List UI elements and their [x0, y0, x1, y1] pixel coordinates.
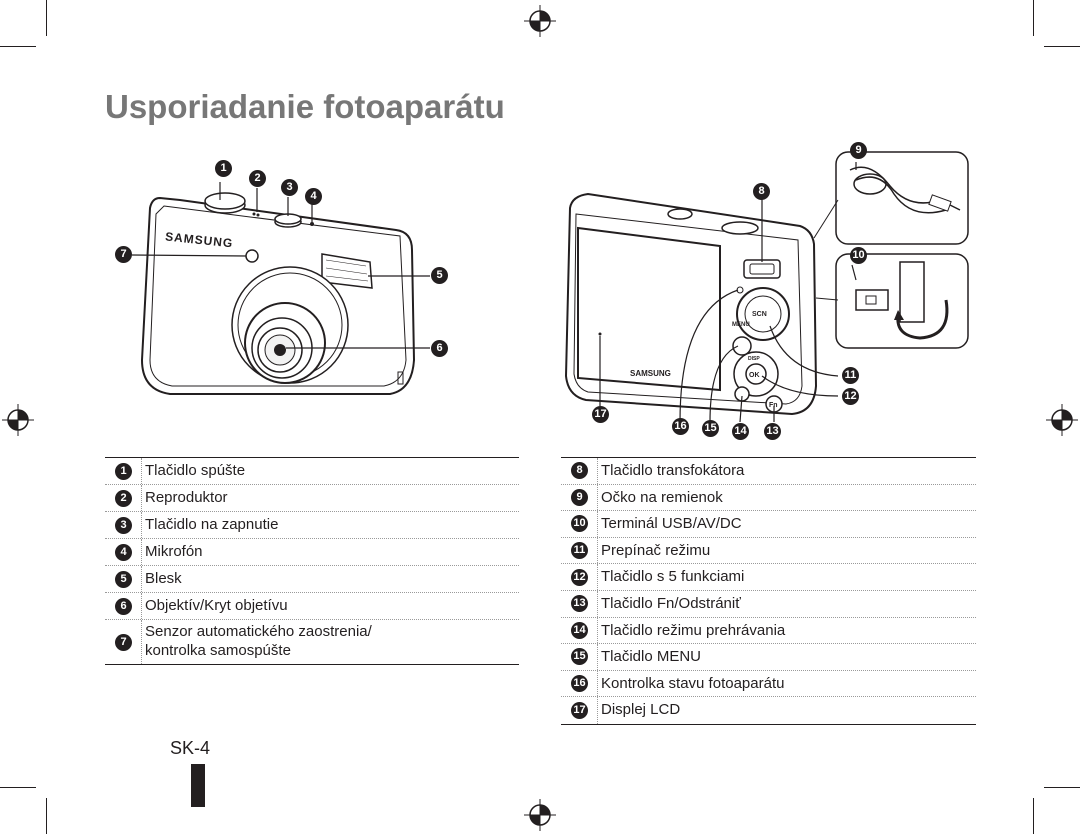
back-brand-label: SAMSUNG — [630, 369, 671, 378]
legend-row: 4 Mikrofón — [105, 539, 519, 566]
callout-badge: 9 — [850, 142, 867, 159]
legend-number-badge: 9 — [571, 488, 588, 506]
svg-text:MENU: MENU — [732, 322, 750, 328]
legend-number-badge: 13 — [571, 595, 588, 613]
callout-badge: 7 — [115, 246, 132, 263]
legend-number-badge: 17 — [571, 702, 588, 720]
callout-badge: 1 — [215, 160, 232, 177]
svg-text:DISP: DISP — [748, 356, 760, 362]
legend-number-badge: 1 — [115, 462, 132, 480]
legend-text: Tlačidlo spúšte — [145, 462, 246, 479]
legend-row: 11 Prepínač režimu — [561, 537, 976, 565]
legend-number-badge: 3 — [115, 516, 132, 534]
legend-row: 3 Tlačidlo na zapnutie — [105, 512, 519, 539]
legend-table-right: 8 Tlačidlo transfokátora 9 Očko na remie… — [561, 457, 976, 725]
legend-number-badge: 7 — [115, 633, 132, 651]
legend-text: Tlačidlo Fn/Odstrániť — [601, 594, 741, 612]
legend-row: 10 Terminál USB/AV/DC — [561, 511, 976, 538]
callout-badge: 10 — [850, 247, 867, 264]
legend-number-badge: 4 — [115, 543, 132, 561]
registration-mark-icon — [524, 799, 556, 831]
legend-row: 7 Senzor automatického zaostrenia/ kontr… — [105, 620, 519, 664]
callout-badge: 4 — [305, 188, 322, 205]
legend-row: 6 Objektív/Kryt objetívu — [105, 593, 519, 620]
callout-badge: 17 — [592, 406, 609, 423]
legend-number-badge: 5 — [115, 570, 132, 588]
callout-badge: 13 — [764, 423, 781, 440]
callout-badge: 6 — [431, 340, 448, 357]
legend-number-badge: 14 — [571, 621, 588, 639]
svg-text:OK: OK — [749, 372, 760, 379]
legend-row: 15 Tlačidlo MENU — [561, 644, 976, 671]
legend-table-left: 1 Tlačidlo spúšte 2 Reproduktor 3 Tlačid… — [105, 457, 519, 665]
legend-text: Očko na remienok — [601, 488, 723, 506]
callout-badge: 11 — [842, 367, 859, 384]
callout-badge: 2 — [249, 170, 266, 187]
callout-badge: 16 — [672, 418, 689, 435]
legend-text-line2: kontrolka samospúšte — [145, 642, 291, 659]
camera-front-illustration: SAMSUNG — [131, 182, 430, 395]
callout-badge: 8 — [753, 183, 770, 200]
legend-row: 5 Blesk — [105, 566, 519, 593]
page-title: Usporiadanie fotoaparátu — [105, 88, 505, 125]
legend-text: Displej LCD — [601, 701, 681, 719]
legend-row: 2 Reproduktor — [105, 485, 519, 512]
legend-text: Tlačidlo režimu prehrávania — [601, 621, 786, 639]
legend-text: Tlačidlo na zapnutie — [145, 516, 279, 533]
callout-badge: 12 — [842, 388, 859, 405]
legend-number-badge: 8 — [571, 462, 588, 480]
legend-text: Tlačidlo s 5 funkciami — [601, 568, 745, 586]
legend-text: Terminál USB/AV/DC — [601, 515, 742, 533]
legend-text: Reproduktor — [145, 489, 228, 506]
legend-text: Blesk — [145, 570, 182, 587]
legend-text: Tlačidlo transfokátora — [601, 462, 745, 479]
legend-text: Mikrofón — [145, 543, 203, 560]
page-tab-marker — [191, 764, 205, 807]
callout-badge: 14 — [732, 423, 749, 440]
svg-text:Fn: Fn — [769, 402, 778, 409]
legend-row: 8 Tlačidlo transfokátora — [561, 458, 976, 485]
legend-number-badge: 12 — [571, 568, 588, 586]
legend-number-badge: 2 — [115, 489, 132, 507]
camera-back-illustration: SAMSUNG SCN MENU OK DISP Fn — [564, 151, 969, 423]
legend-text: Senzor automatického zaostrenia/ — [145, 623, 372, 640]
legend-row: 14 Tlačidlo režimu prehrávania — [561, 617, 976, 645]
registration-mark-icon — [2, 404, 34, 436]
legend-row: 9 Očko na remienok — [561, 484, 976, 512]
registration-mark-icon — [524, 5, 556, 37]
legend-row: 13 Tlačidlo Fn/Odstrániť — [561, 590, 976, 618]
legend-row: 17 Displej LCD — [561, 697, 976, 724]
legend-text: Objektív/Kryt objetívu — [145, 597, 288, 614]
callout-badge: 3 — [281, 179, 298, 196]
svg-text:SCN: SCN — [752, 311, 767, 318]
legend-text: Kontrolka stavu fotoaparátu — [601, 674, 785, 692]
legend-number-badge: 16 — [571, 675, 588, 693]
legend-text: Prepínač režimu — [601, 541, 711, 559]
callout-badge: 15 — [702, 420, 719, 437]
registration-mark-icon — [1046, 404, 1078, 436]
legend-text: Tlačidlo MENU — [601, 648, 702, 666]
legend-number-badge: 15 — [571, 648, 588, 666]
page-number: SK-4 — [170, 738, 211, 758]
callout-badge: 5 — [431, 267, 448, 284]
legend-number-badge: 6 — [115, 597, 132, 615]
legend-row: 12 Tlačidlo s 5 funkciami — [561, 564, 976, 591]
legend-row: 16 Kontrolka stavu fotoaparátu — [561, 670, 976, 698]
legend-row: 1 Tlačidlo spúšte — [105, 458, 519, 485]
legend-number-badge: 10 — [571, 515, 588, 533]
legend-number-badge: 11 — [571, 542, 588, 560]
